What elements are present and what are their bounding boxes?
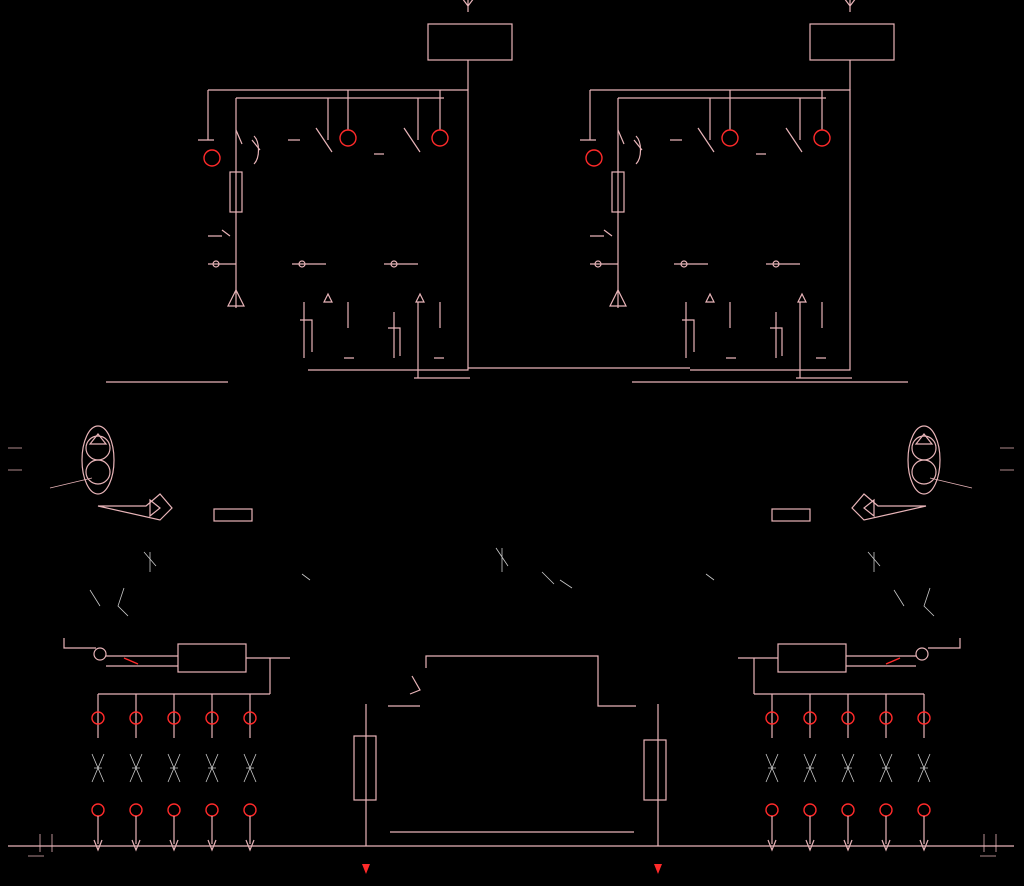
bottom-left-bus-assembly (63, 638, 290, 851)
left-delta-relay (97, 493, 253, 522)
bottom-right-bus-assembly (738, 638, 961, 851)
middle-breaker-marks (89, 547, 935, 617)
central-tie-link (353, 655, 667, 874)
top-right-control-panel (579, 0, 895, 379)
top-left-control-panel (197, 0, 513, 379)
left-transformer-symbol (8, 425, 115, 495)
main-busbar (8, 834, 1014, 857)
right-transformer-symbol (907, 425, 1014, 495)
right-delta-relay (771, 493, 927, 522)
